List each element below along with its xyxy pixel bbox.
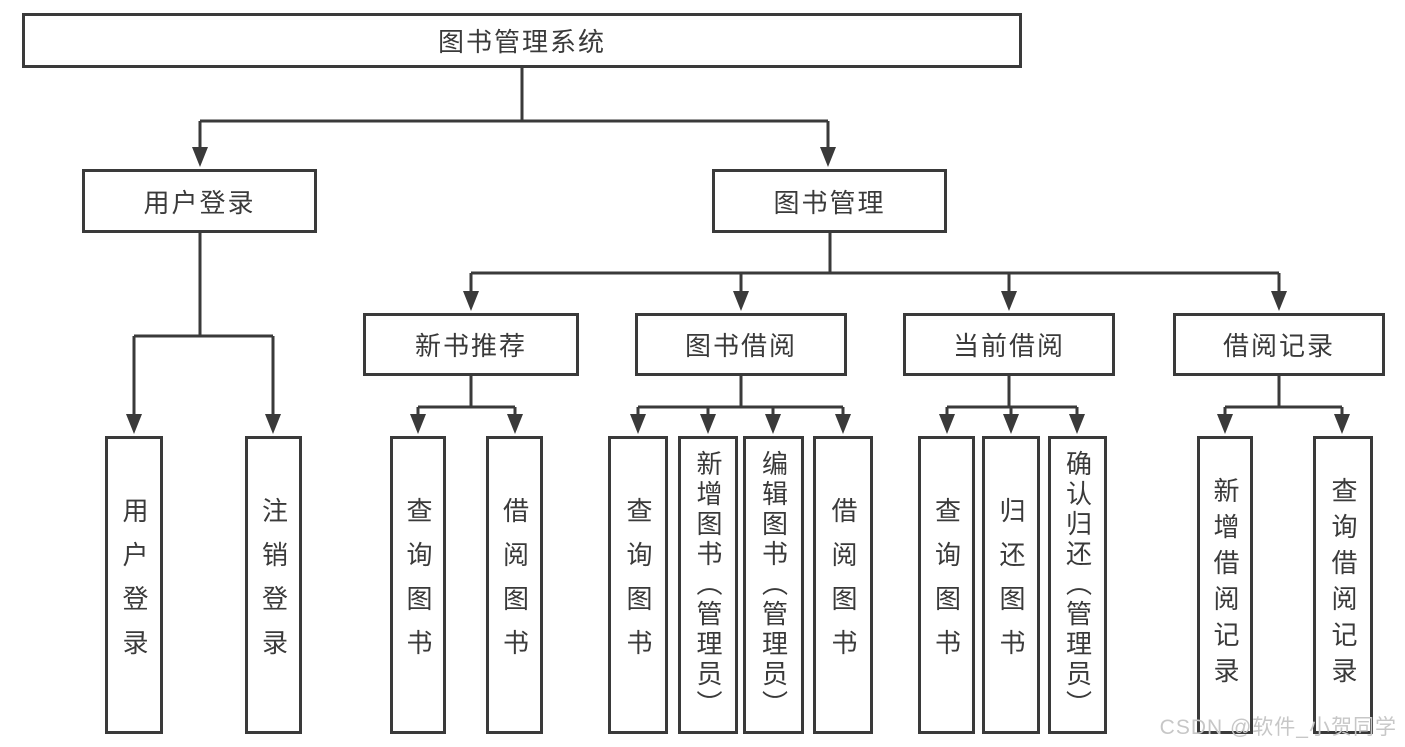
- leaf-logout-label: 注销登录: [258, 497, 289, 673]
- node-book-management: 图书管理: [712, 169, 947, 233]
- leaf-confirm-return-admin: 确认归还（管理员）: [1048, 436, 1107, 734]
- leaf-borrow-books-recommend: 借阅图书: [486, 436, 543, 734]
- leaf-add-books-admin-label: 新增图书（管理员）: [693, 450, 723, 720]
- leaf-user-login: 用户登录: [105, 436, 163, 734]
- node-new-book-recommend-label: 新书推荐: [414, 331, 527, 361]
- node-book-borrow-label: 图书借阅: [684, 331, 797, 361]
- node-new-book-recommend: 新书推荐: [363, 313, 579, 376]
- leaf-borrow-books-label: 借阅图书: [828, 497, 858, 673]
- leaf-add-borrow-record: 新增借阅记录: [1197, 436, 1253, 734]
- leaf-add-borrow-record-label: 新增借阅记录: [1210, 477, 1240, 693]
- leaf-add-books-admin: 新增图书（管理员）: [678, 436, 738, 734]
- leaf-confirm-return-admin-label: 确认归还（管理员）: [1062, 450, 1093, 720]
- node-book-management-label: 图书管理: [773, 187, 886, 218]
- leaf-query-books-current-label: 查询图书: [931, 497, 962, 673]
- node-user-login: 用户登录: [82, 169, 317, 233]
- leaf-query-borrow-record: 查询借阅记录: [1313, 436, 1373, 734]
- node-borrow-records-label: 借阅记录: [1222, 331, 1335, 361]
- node-borrow-records: 借阅记录: [1173, 313, 1385, 376]
- leaf-borrow-books-recommend-label: 借阅图书: [499, 497, 530, 673]
- node-user-login-label: 用户登录: [143, 187, 256, 218]
- node-book-borrow: 图书借阅: [635, 313, 847, 376]
- leaf-query-books-borrow-label: 查询图书: [623, 497, 653, 673]
- leaf-return-books-label: 归还图书: [996, 497, 1026, 673]
- node-current-borrow: 当前借阅: [903, 313, 1115, 376]
- node-current-borrow-label: 当前借阅: [952, 331, 1065, 361]
- leaf-logout: 注销登录: [245, 436, 302, 734]
- leaf-query-books-recommend: 查询图书: [390, 436, 446, 734]
- leaf-query-books-borrow: 查询图书: [608, 436, 668, 734]
- leaf-borrow-books: 借阅图书: [813, 436, 873, 734]
- leaf-return-books: 归还图书: [982, 436, 1040, 734]
- csdn-watermark: CSDN @软件_小贺同学: [1159, 716, 1397, 739]
- leaf-query-books-current: 查询图书: [918, 436, 975, 734]
- leaf-query-books-recommend-label: 查询图书: [403, 497, 433, 673]
- node-root-system-label: 图书管理系统: [437, 27, 606, 57]
- leaf-edit-books-admin: 编辑图书（管理员）: [743, 436, 804, 734]
- leaf-user-login-label: 用户登录: [119, 497, 149, 673]
- node-root-system: 图书管理系统: [22, 13, 1022, 68]
- leaf-edit-books-admin-label: 编辑图书（管理员）: [758, 450, 789, 720]
- leaf-query-borrow-record-label: 查询借阅记录: [1328, 477, 1358, 693]
